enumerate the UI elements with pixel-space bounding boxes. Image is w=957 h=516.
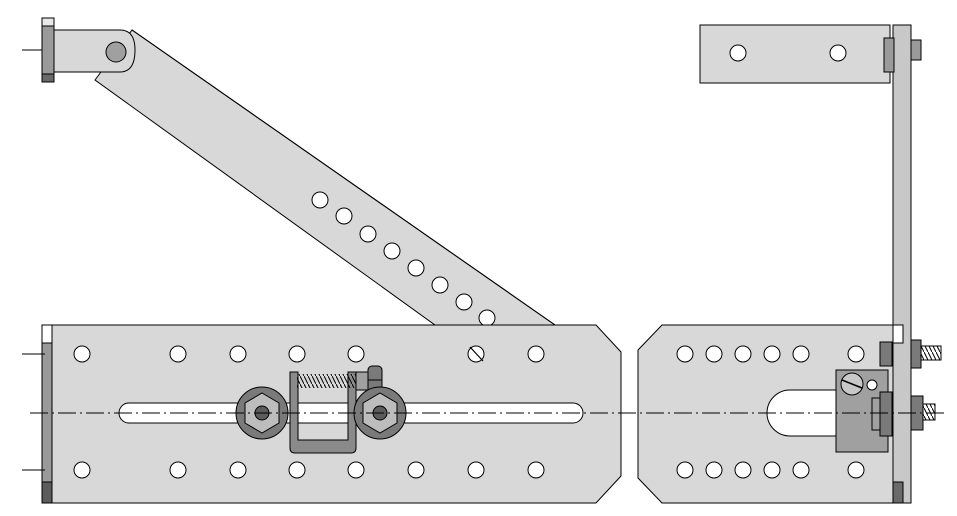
- plate-hole: [676, 345, 694, 363]
- plate-hole-row-top: [676, 345, 865, 363]
- bracket-hole: [829, 44, 847, 62]
- nut-icon: [879, 339, 942, 369]
- diagonal-arm: [94, 29, 557, 331]
- plate-hole: [467, 461, 485, 479]
- top-bracket: [699, 24, 922, 84]
- arm-hole: [455, 293, 473, 311]
- plate-hole: [847, 461, 865, 479]
- plate-hole: [676, 461, 694, 479]
- bracket-hole: [729, 44, 747, 62]
- plate-hole: [169, 345, 187, 363]
- vertical-bar: [892, 24, 912, 504]
- arm-hole: [359, 225, 377, 243]
- main-plate: [22, 324, 622, 504]
- plate-hole: [73, 461, 91, 479]
- plate-hole: [792, 461, 810, 479]
- plate-hole: [763, 345, 781, 363]
- plate-hole: [407, 461, 425, 479]
- arm-hole: [311, 191, 329, 209]
- arm-hole: [383, 242, 401, 260]
- right-plate: [637, 24, 942, 504]
- plate-hole: [763, 461, 781, 479]
- plate-hole: [527, 345, 545, 363]
- arm-hole: [335, 207, 353, 225]
- spring-icon: [297, 374, 357, 388]
- arm-hole: [407, 259, 425, 277]
- plate-hole: [229, 345, 247, 363]
- plate-hole: [73, 345, 91, 363]
- plate-hole-row-bottom: [73, 461, 545, 479]
- plate-hole: [169, 461, 187, 479]
- pivot-pin-icon: [105, 41, 127, 63]
- arm-hole: [478, 309, 496, 327]
- arm-hole: [431, 276, 449, 294]
- plate-hole-row-bottom: [676, 461, 865, 479]
- plate-hole: [288, 461, 306, 479]
- plate-hole: [347, 345, 365, 363]
- plate-hole: [792, 345, 810, 363]
- plate-hole: [527, 461, 545, 479]
- plate-hole: [229, 461, 247, 479]
- plate-hole: [734, 461, 752, 479]
- nut-icon: [871, 391, 936, 437]
- plate-hole: [705, 461, 723, 479]
- arm-hole-row: [311, 191, 496, 327]
- plate-hole: [734, 345, 752, 363]
- clamp-icon: [289, 365, 383, 454]
- hinge-bracket: [22, 17, 136, 83]
- plate-hole: [847, 345, 865, 363]
- plate-hole: [288, 345, 306, 363]
- plate-hole: [347, 461, 365, 479]
- plate-hole: [705, 345, 723, 363]
